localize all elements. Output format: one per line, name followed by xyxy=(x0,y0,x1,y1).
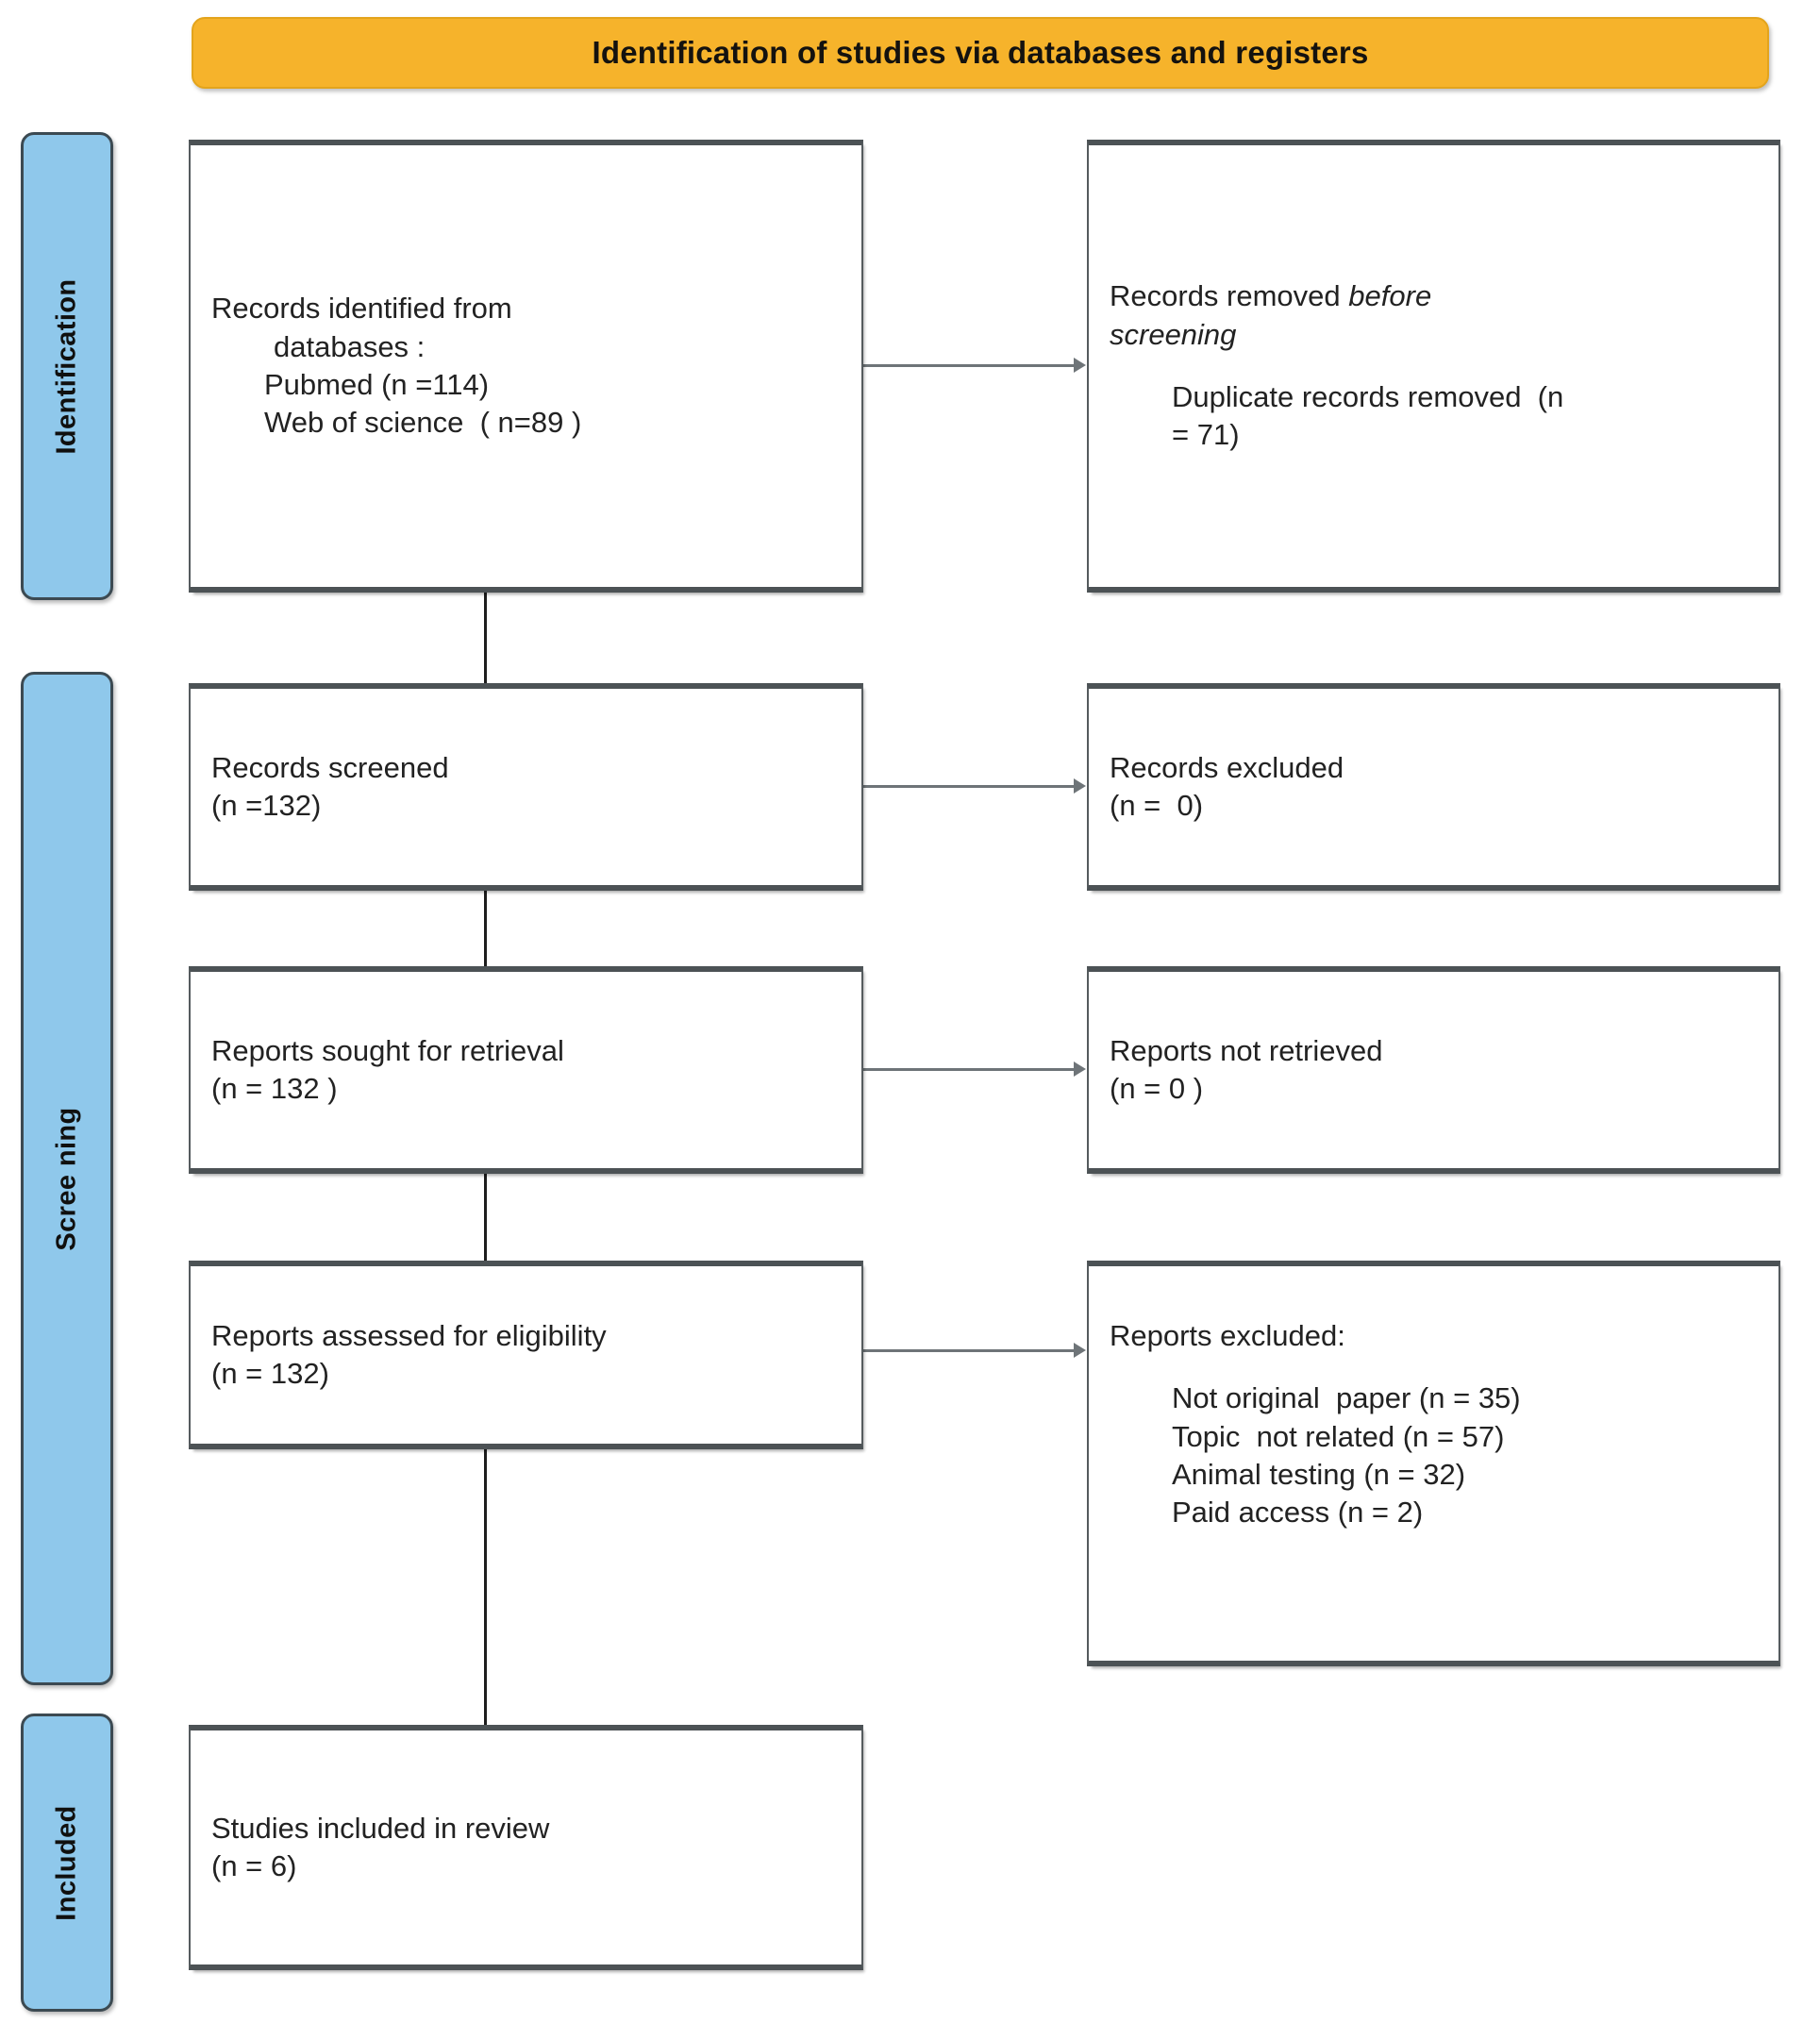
records-identified-wos: Web of science ( n=89 ) xyxy=(264,406,582,440)
records-excluded-label: Records excluded xyxy=(1110,750,1344,784)
stage-label-identification: Identification xyxy=(21,132,113,600)
diagram-header-banner: Identification of studies via databases … xyxy=(192,17,1769,89)
connector-identified-to-removed xyxy=(863,364,1076,367)
records-removed-screening-italic: screening xyxy=(1110,317,1237,351)
reports-sought-count: (n = 132 ) xyxy=(211,1072,338,1105)
records-identified-line-2: databases : xyxy=(274,329,426,363)
records-identified-line-1: Records identified from xyxy=(211,292,512,326)
reports-excluded-reason: Paid access (n = 2) xyxy=(1172,1496,1424,1530)
box-reports-not-retrieved: Reports not retrieved (n = 0 ) xyxy=(1087,966,1780,1174)
box-reports-excluded: Reports excluded: Not original paper (n … xyxy=(1087,1261,1780,1666)
stage-label-included: Included xyxy=(21,1714,113,2012)
connector-identified-to-screened xyxy=(484,593,487,683)
arrowhead-to-records-excluded xyxy=(1074,778,1086,794)
records-removed-line-1-text: Records removed xyxy=(1110,279,1349,313)
box-reports-sought: Reports sought for retrieval (n = 132 ) xyxy=(189,966,863,1174)
reports-excluded-reason: Not original paper (n = 35) xyxy=(1172,1381,1521,1415)
records-removed-line-1: Records removed before xyxy=(1110,277,1758,315)
studies-included-count: (n = 6) xyxy=(211,1849,297,1882)
box-records-excluded: Records excluded (n = 0) xyxy=(1087,683,1780,891)
reports-not-retrieved-count: (n = 0 ) xyxy=(1110,1072,1204,1105)
reports-excluded-reason: Animal testing (n = 32) xyxy=(1172,1457,1466,1491)
box-studies-included: Studies included in review (n = 6) xyxy=(189,1725,863,1970)
reports-excluded-reason-list: Not original paper (n = 35) Topic not rel… xyxy=(1110,1355,1758,1531)
stage-label-identification-text: Identification xyxy=(51,277,82,455)
records-removed-before-italic: before xyxy=(1348,279,1432,313)
connector-assessed-to-included xyxy=(484,1449,487,1725)
reports-not-retrieved-label: Reports not retrieved xyxy=(1110,1033,1383,1067)
records-identified-pubmed: Pubmed (n =114) xyxy=(264,368,490,401)
box-records-screened: Records screened (n =132) xyxy=(189,683,863,891)
records-excluded-count: (n = 0) xyxy=(1110,789,1204,822)
records-screened-count: (n =132) xyxy=(211,789,322,822)
reports-assessed-label: Reports assessed for eligibility xyxy=(211,1318,607,1352)
arrowhead-to-not-retrieved xyxy=(1074,1062,1086,1077)
box-reports-assessed: Reports assessed for eligibility (n = 13… xyxy=(189,1261,863,1449)
stage-label-screening-text: Scree ning xyxy=(51,1106,82,1251)
arrowhead-to-removed xyxy=(1074,358,1086,373)
reports-assessed-count: (n = 132) xyxy=(211,1357,329,1390)
stage-label-included-text: Included xyxy=(51,1804,82,1921)
reports-excluded-reason: Topic not related (n = 57) xyxy=(1172,1419,1505,1453)
records-removed-duplicates-line-2: = 71) xyxy=(1172,418,1240,452)
arrowhead-to-reports-excluded xyxy=(1074,1343,1086,1358)
records-screened-label: Records screened xyxy=(211,750,449,784)
diagram-title: Identification of studies via databases … xyxy=(592,35,1369,70)
stage-label-screening: Scree ning xyxy=(21,672,113,1685)
connector-screened-to-records-excluded xyxy=(863,785,1076,788)
connector-screened-to-sought xyxy=(484,891,487,966)
records-removed-duplicates-line-1: Duplicate records removed (n xyxy=(1172,380,1564,413)
box-records-removed: Records removed before screening Duplica… xyxy=(1087,140,1780,593)
box-records-identified: Records identified from databases : Pubm… xyxy=(189,140,863,593)
connector-sought-to-not-retrieved xyxy=(863,1068,1076,1071)
reports-excluded-heading: Reports excluded: xyxy=(1110,1319,1345,1352)
studies-included-label: Studies included in review xyxy=(211,1811,550,1845)
connector-sought-to-assessed xyxy=(484,1174,487,1261)
reports-sought-label: Reports sought for retrieval xyxy=(211,1033,564,1067)
connector-assessed-to-reports-excluded xyxy=(863,1349,1076,1352)
